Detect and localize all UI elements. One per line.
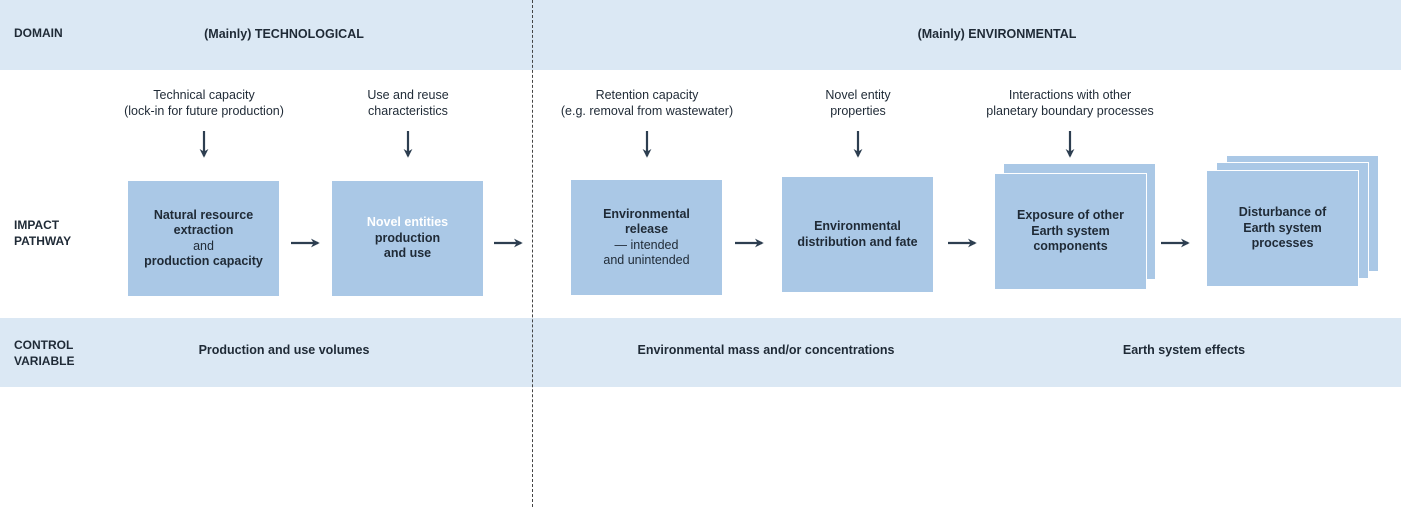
box-disturbance-earth-system: Disturbance of Earth system processes bbox=[1206, 170, 1359, 287]
box-novel-entities-production: Novel entities production and use bbox=[331, 180, 484, 297]
box-environmental-distribution: Environmental distribution and fate bbox=[781, 176, 934, 293]
row-label-control-variable: CONTROL VARIABLE bbox=[14, 338, 75, 368]
domain-title-environmental: (Mainly) ENVIRONMENTAL bbox=[917, 27, 1077, 41]
control-environmental-mass: Environmental mass and/or concentrations bbox=[637, 343, 895, 357]
factor-use-reuse: Use and reuse characteristics bbox=[367, 88, 449, 118]
row-label-domain: DOMAIN bbox=[14, 26, 63, 40]
control-production-use-volumes: Production and use volumes bbox=[198, 343, 370, 357]
factor-retention-capacity: Retention capacity (e.g. removal from wa… bbox=[560, 88, 734, 118]
row-label-impact-pathway: IMPACT PATHWAY bbox=[14, 218, 72, 248]
control-variable-band bbox=[0, 318, 1401, 387]
control-earth-system-effects: Earth system effects bbox=[1122, 343, 1246, 357]
factor-interactions: Interactions with other planetary bounda… bbox=[986, 88, 1154, 118]
box-natural-resource-extraction: Natural resource extraction and producti… bbox=[127, 180, 280, 297]
domain-band bbox=[0, 0, 1401, 70]
domain-title-technological: (Mainly) TECHNOLOGICAL bbox=[204, 27, 364, 41]
box-environmental-release: Environmental release — intended and uni… bbox=[570, 179, 723, 296]
factor-novel-entity-properties: Novel entity properties bbox=[825, 88, 891, 118]
factor-technical-capacity: Technical capacity (lock-in for future p… bbox=[124, 88, 284, 118]
domain-divider bbox=[532, 0, 533, 507]
box-exposure-earth-system: Exposure of other Earth system component… bbox=[994, 173, 1147, 290]
